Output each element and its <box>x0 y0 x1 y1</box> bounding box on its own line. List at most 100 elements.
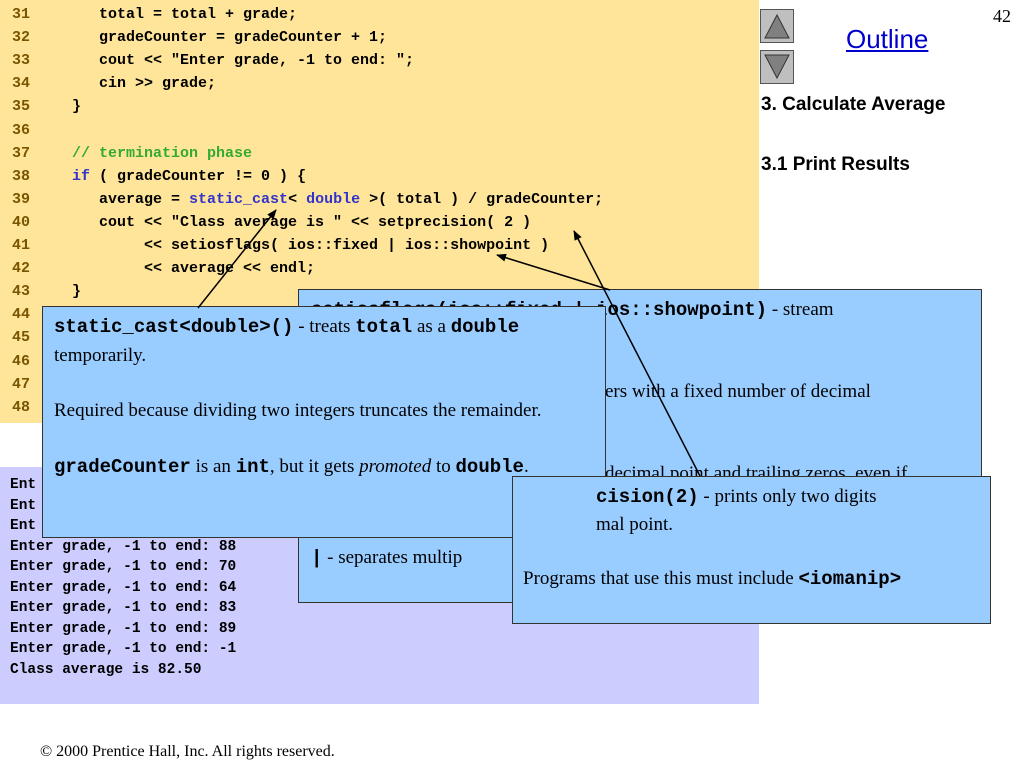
code-text: cout << "Enter grade, -1 to end: "; <box>45 49 414 72</box>
iomanip-code: <iomanip> <box>798 568 902 590</box>
code-line: 43 } <box>0 280 759 303</box>
output-line: Enter grade, -1 to end: 88 <box>10 538 237 555</box>
line-number: 36 <box>12 121 31 139</box>
output-line: Ent <box>10 497 37 514</box>
line-number: 41 <box>12 237 31 254</box>
code-text: << average << endl; <box>45 257 315 280</box>
triangle-up-icon <box>764 13 790 39</box>
static-cast-para3: gradeCounter is an int, but it gets prom… <box>54 453 595 482</box>
code-line: 39 average = static_cast< double >( tota… <box>0 188 759 211</box>
static-cast-text-d: is an <box>190 455 236 477</box>
code-segment: << average << endl; <box>45 260 316 278</box>
static-cast-para1: static_cast<double>() - treats total as … <box>54 313 595 369</box>
code-text: // termination phase <box>45 142 252 165</box>
code-text: cin >> grade; <box>45 72 216 95</box>
code-line: 38 if ( gradeCounter != 0 ) { <box>0 165 759 188</box>
line-number: 42 <box>12 260 31 278</box>
line-number: 32 <box>12 29 31 47</box>
int-code: int <box>235 455 270 478</box>
static-cast-code: static_cast<double>() <box>54 316 294 338</box>
code-segment: gradeCounter = gradeCounter + 1; <box>45 29 388 47</box>
code-text: << setiosflags( ios::fixed | ios::showpo… <box>45 234 549 257</box>
code-text: if ( gradeCounter != 0 ) { <box>45 165 306 188</box>
code-segment: total = total + grade; <box>45 6 298 23</box>
line-number: 33 <box>12 52 31 70</box>
outline-link[interactable]: Outline <box>846 24 929 54</box>
output-line: Enter grade, -1 to end: 64 <box>10 579 237 596</box>
output-line: Ent <box>10 518 37 534</box>
line-number: 31 <box>12 6 31 23</box>
code-text: gradeCounter = gradeCounter + 1; <box>45 26 387 49</box>
code-line: 42 << average << endl; <box>0 257 759 280</box>
output-line: Enter grade, -1 to end: 83 <box>10 600 237 616</box>
code-keyword: double <box>306 190 361 208</box>
gradecounter-code: gradeCounter <box>54 455 191 478</box>
line-number: 44 <box>12 306 31 324</box>
line-number: 47 <box>12 375 31 393</box>
next-slide-button[interactable] <box>760 50 794 84</box>
code-segment: < <box>288 190 307 208</box>
static-cast-para2: Required because dividing two integers t… <box>54 400 542 422</box>
line-number: 48 <box>12 398 31 416</box>
static-cast-text-a: - treats <box>293 316 356 337</box>
code-segment: >( total ) / gradeCounter; <box>360 190 604 208</box>
page-number: 42 <box>993 6 1011 26</box>
setiosflags-text-d: - separates multip <box>322 547 463 568</box>
code-text: cout << "Class average is " << setprecis… <box>45 211 531 234</box>
static-cast-text-c: temporarily. <box>54 344 147 366</box>
code-segment: cout << "Class average is " << setprecis… <box>45 213 532 231</box>
setprecision-line1: cision(2) - prints only two digits <box>596 483 877 512</box>
line-number: 35 <box>12 98 31 116</box>
double-code: double <box>450 316 520 338</box>
code-text: } <box>45 95 81 118</box>
setprecision-line2: mal point. <box>596 514 674 535</box>
line-number: 43 <box>12 283 31 301</box>
code-line: 45 <box>0 326 759 349</box>
code-keyword: static_cast <box>189 190 289 208</box>
code-line: 48 <box>0 396 759 419</box>
line-number: 38 <box>12 167 31 185</box>
line-number: 39 <box>12 190 31 208</box>
setprecision-line3: Programs that use this must include <iom… <box>523 565 901 594</box>
setprecision-code: cision(2) <box>596 486 699 508</box>
code-segment <box>45 168 72 185</box>
outline-step-2: 3.1 Print Results <box>761 154 910 175</box>
static-cast-callout: static_cast<double>() - treats total as … <box>42 306 606 538</box>
setiosflags-text-a: - stream <box>767 299 834 320</box>
output-line: Enter grade, -1 to end: 89 <box>10 620 237 637</box>
code-segment: ( gradeCounter != 0 ) { <box>90 167 307 185</box>
code-line: 34 cin >> grade; <box>0 72 759 95</box>
output-line: Enter grade, -1 to end: -1 <box>10 641 237 657</box>
code-line: 31 total = total + grade; <box>0 3 759 26</box>
code-comment: // termination phase <box>45 144 253 162</box>
code-keyword: if <box>72 167 91 185</box>
copyright-footer: © 2000 Prentice Hall, Inc. All rights re… <box>40 743 335 760</box>
promoted-text: promoted <box>359 455 432 477</box>
code-segment: average = <box>45 190 190 208</box>
code-text: total = total + grade; <box>45 3 297 26</box>
code-line: 41 << setiosflags( ios::fixed | ios::sho… <box>0 234 759 257</box>
code-text: average = static_cast< double >( total )… <box>45 188 603 211</box>
code-segment: } <box>45 283 82 301</box>
code-text: } <box>45 280 81 303</box>
code-line: 44 <box>0 303 759 326</box>
line-number: 34 <box>12 75 31 93</box>
static-cast-text-b: as a <box>412 316 451 337</box>
code-segment: cout << "Enter grade, -1 to end: "; <box>45 52 415 70</box>
triangle-down-icon <box>764 54 790 80</box>
output-line: Enter grade, -1 to end: 70 <box>10 559 237 575</box>
code-line: 36 <box>0 119 759 142</box>
code-segment: cin >> grade; <box>45 75 217 93</box>
code-line: 35 } <box>0 95 759 118</box>
previous-slide-button[interactable] <box>760 9 794 43</box>
code-segment: } <box>45 98 82 116</box>
total-code: total <box>355 316 413 338</box>
setiosflags-line2: ers with a fixed number of decimal <box>605 381 871 402</box>
output-line: Ent <box>10 477 37 493</box>
line-number: 46 <box>12 352 31 370</box>
line-number: 40 <box>12 213 31 231</box>
setprecision-text-c: Programs that use this must include <box>523 568 799 589</box>
code-line: 37 // termination phase <box>0 142 759 165</box>
line-number: 37 <box>12 144 31 162</box>
static-cast-text-e: , but it gets <box>269 455 360 477</box>
